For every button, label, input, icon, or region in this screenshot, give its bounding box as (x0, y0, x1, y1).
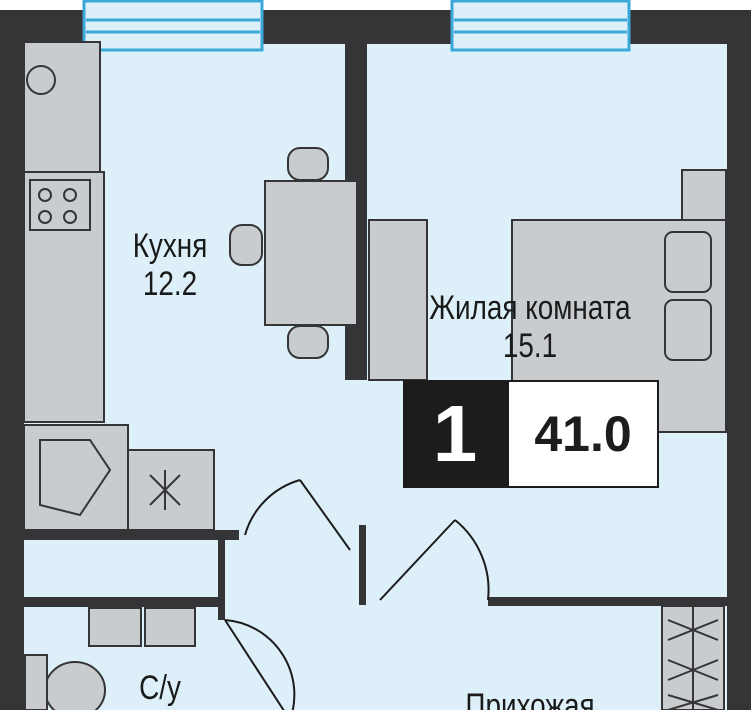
window-living-room (450, 0, 631, 52)
pillow (664, 299, 712, 361)
kitchen-counter (23, 41, 101, 173)
hallway-name: Прихожая (465, 687, 595, 710)
doors (224, 479, 490, 710)
toilet-icon (44, 661, 106, 710)
total-area-badge: 41.0 (507, 380, 659, 488)
living-room-area: 15.1 (502, 327, 558, 365)
wardrobe (661, 605, 725, 710)
chair-bottom (287, 325, 329, 359)
dining-table (264, 180, 358, 326)
boiler-icon (26, 65, 56, 95)
fridge-icon (127, 449, 215, 531)
kitchen-name: Кухня (132, 227, 208, 265)
kitchen-area: 12.2 (142, 265, 198, 303)
rooms-count-badge: 1 (403, 380, 507, 488)
pillow (664, 231, 712, 293)
bathroom-name: С/у (139, 669, 181, 707)
living-room-name: Жилая комната (429, 289, 631, 327)
water-heater-icon (144, 607, 196, 647)
washing-machine-icon (88, 607, 142, 647)
tv-stand (368, 219, 428, 381)
walls (0, 10, 751, 710)
window-kitchen (82, 0, 264, 52)
chair-left (229, 224, 263, 266)
chair-top (287, 147, 329, 181)
nightstand (681, 169, 727, 221)
